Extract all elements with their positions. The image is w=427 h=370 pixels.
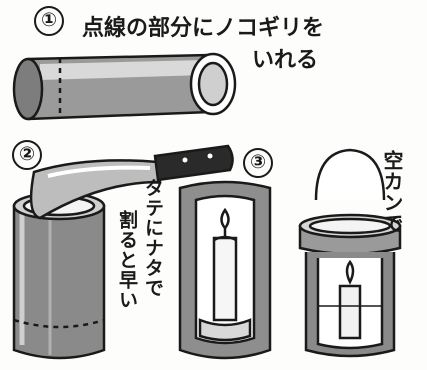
step-number-2: ②	[12, 140, 42, 170]
bamboo-tube-horizontal	[12, 52, 237, 121]
half-bamboo-lantern	[178, 180, 272, 360]
step2-caption-col1: タテにナタで	[142, 178, 164, 298]
bamboo-tube-upright	[12, 191, 106, 360]
step1-caption-line2: いれる	[252, 48, 319, 73]
step2-caption-col2: 割ると早い	[116, 210, 138, 310]
step-number-3: ③	[243, 148, 273, 178]
step1-caption-line1: 点線の部分にノコギリを	[82, 16, 325, 41]
can-hood-lantern	[298, 148, 402, 358]
step-number-1: ①	[34, 6, 64, 36]
step3-caption: 空カンで	[380, 150, 404, 234]
hatchet	[29, 144, 234, 220]
